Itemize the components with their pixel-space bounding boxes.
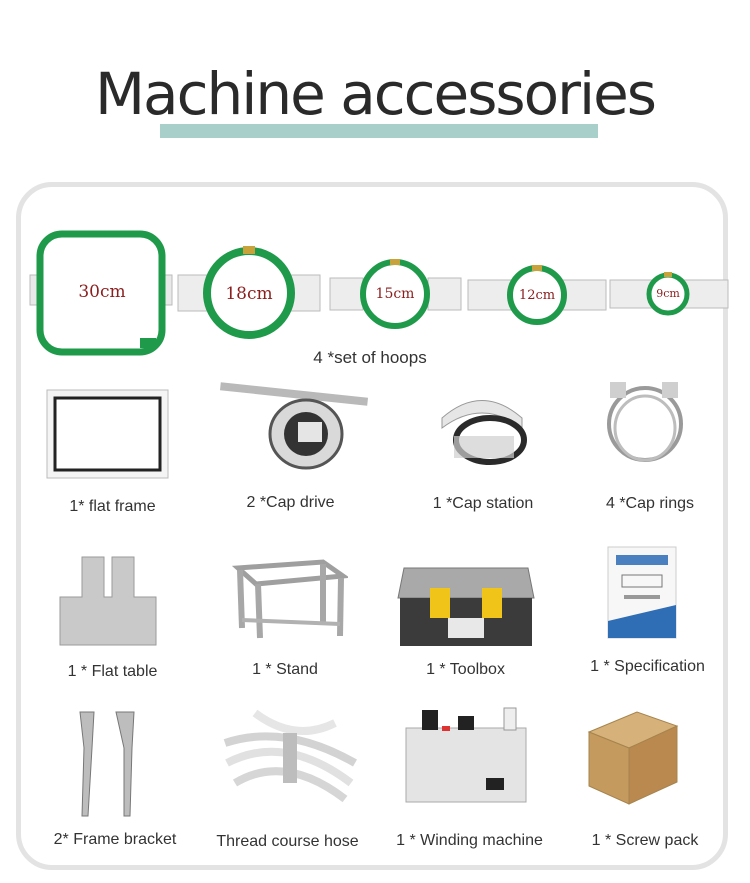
title-underline-bar	[160, 124, 598, 138]
hoops-caption: 4 *set of hoops	[313, 348, 427, 367]
caption-screw-pack: 1 * Screw pack	[591, 832, 699, 849]
caption-flat-table: 1 * Flat table	[67, 663, 158, 680]
caption-thread-hose: Thread course hose	[216, 833, 359, 850]
caption-winding-machine: 1 * Winding machine	[396, 832, 543, 849]
hoops-illustration	[29, 230, 729, 356]
caption-cap-drive: 2 *Cap drive	[246, 494, 335, 511]
flat-frame-icon	[46, 389, 169, 479]
hoop-18cm-icon	[177, 246, 321, 339]
hoop-label-9cm: 9cm	[656, 287, 680, 300]
cap-station-icon	[441, 400, 527, 465]
caption-cap-rings: 4 *Cap rings	[605, 495, 695, 512]
caption-toolbox: 1 * Toolbox	[426, 661, 505, 678]
caption-frame-bracket: 2* Frame bracket	[53, 831, 177, 848]
page-header: Machine accessories	[0, 60, 750, 150]
hoop-12cm-icon	[467, 265, 607, 325]
caption-specification: 1 * Specification	[590, 658, 705, 675]
box-icon	[587, 711, 679, 805]
toolbox-icon	[397, 567, 535, 646]
hoop-9cm-icon	[609, 272, 729, 316]
hose-icon	[223, 709, 357, 803]
caption-flat-frame: 1* flat frame	[69, 498, 156, 515]
bracket-icon	[79, 711, 135, 817]
manual-icon	[607, 546, 677, 639]
hoop-30cm-icon	[29, 230, 173, 356]
page-title: Machine accessories	[94, 60, 657, 128]
cap-drive-icon	[219, 382, 369, 470]
hoop-15cm-icon	[329, 259, 462, 329]
stand-icon	[231, 559, 348, 639]
cap-rings-icon	[607, 382, 683, 462]
flat-table-icon	[59, 556, 157, 646]
hoop-label-30cm: 30cm	[78, 282, 126, 302]
caption-stand: 1 * Stand	[252, 661, 318, 678]
caption-cap-station: 1 *Cap station	[432, 495, 534, 512]
hoop-label-18cm: 18cm	[225, 284, 273, 304]
hoop-label-15cm: 15cm	[375, 286, 415, 302]
hoop-label-12cm: 12cm	[518, 288, 556, 303]
winder-icon	[405, 707, 527, 803]
